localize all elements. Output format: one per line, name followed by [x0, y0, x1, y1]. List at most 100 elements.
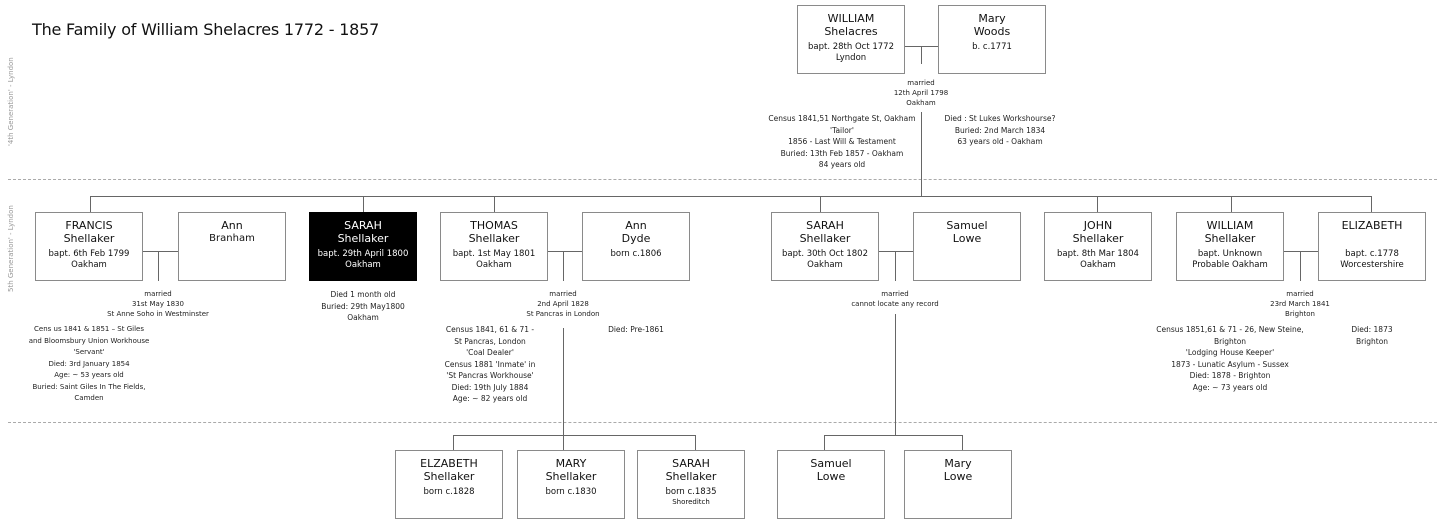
person-first-name: MARY: [555, 457, 587, 470]
person-detail: Oakham: [71, 260, 107, 270]
person-box-ann-branham[interactable]: Ann Branham: [178, 212, 286, 281]
person-first-name: Ann: [625, 219, 647, 232]
person-detail: b. c.1771: [972, 42, 1012, 52]
person-detail: Shoreditch: [672, 498, 710, 506]
person-first-name: SARAH: [672, 457, 710, 470]
person-last-name: Dyde: [621, 232, 651, 245]
person-last-name: Shellaker: [337, 232, 389, 245]
person-first-name: JOHN: [1083, 219, 1113, 232]
person-box-thomas-shellaker[interactable]: THOMAS Shellaker bapt. 1st May 1801 Oakh…: [440, 212, 548, 281]
person-detail: bapt. 28th Oct 1772: [807, 42, 894, 52]
person-box-samuel-lowe-child[interactable]: Samuel Lowe: [777, 450, 885, 519]
person-box-sarah-shellaker-1802[interactable]: SARAH Shellaker bapt. 30th Oct 1802 Oakh…: [771, 212, 879, 281]
child-connector: [695, 435, 696, 450]
person-last-name: Shellaker: [423, 470, 475, 483]
person-box-francis-shellaker[interactable]: FRANCIS Shellaker bapt. 6th Feb 1799 Oak…: [35, 212, 143, 281]
person-first-name: ELIZABETH: [1341, 219, 1403, 232]
person-detail: born c.1835: [665, 487, 717, 497]
person-box-sarah-shellaker-1800[interactable]: SARAH Shellaker bapt. 29th April 1800 Oa…: [309, 212, 417, 281]
person-box-elizabeth[interactable]: ELIZABETH bapt. c.1778 Worcestershire: [1318, 212, 1426, 281]
child-connector: [363, 196, 364, 212]
person-first-name: Ann: [221, 219, 243, 232]
person-first-name: WILLIAM: [827, 12, 875, 25]
person-detail: Probable Oakham: [1192, 260, 1268, 270]
person-notes-thomas: Census 1841, 61 & 71 -St Pancras, London…: [444, 325, 536, 403]
person-last-name: Shellaker: [1072, 232, 1124, 245]
person-last-name: Woods: [973, 25, 1011, 38]
person-last-name: Lowe: [816, 470, 846, 483]
person-box-mary-woods[interactable]: Mary Woods b. c.1771: [938, 5, 1046, 74]
person-last-name: Shelacres: [824, 25, 878, 38]
descent-connector: [563, 251, 564, 281]
person-first-name: THOMAS: [470, 219, 518, 232]
person-detail: Lyndon: [835, 53, 867, 63]
descent-connector: [895, 314, 896, 435]
descent-connector: [895, 251, 896, 281]
person-detail: Oakham: [476, 260, 512, 270]
child-connector: [1371, 196, 1372, 212]
person-first-name: Samuel: [946, 219, 988, 232]
sibling-bar: [90, 196, 1372, 197]
person-notes-ann-dyde: Died: Pre-1861: [608, 325, 664, 334]
person-first-name: SARAH: [344, 219, 382, 232]
person-first-name: Samuel: [810, 457, 852, 470]
descent-connector: [921, 112, 922, 196]
person-last-name: Shellaker: [63, 232, 115, 245]
descent-connector: [158, 251, 159, 281]
marriage-connector: [548, 251, 582, 252]
person-last-name: [1319, 232, 1425, 245]
marriage-connector: [1284, 251, 1318, 252]
person-box-william-shelacres[interactable]: WILLIAM Shelacres bapt. 28th Oct 1772 Ly…: [797, 5, 905, 74]
child-connector: [453, 435, 454, 450]
person-first-name: SARAH: [806, 219, 844, 232]
person-detail: bapt. c.1778: [1345, 249, 1399, 259]
person-notes-mary: Died : St Lukes Workshourse?Buried: 2nd …: [944, 114, 1056, 146]
child-connector: [824, 435, 825, 450]
person-last-name: Lowe: [943, 470, 973, 483]
descent-connector: [563, 328, 564, 435]
person-detail: Oakham: [345, 260, 381, 270]
child-connector: [563, 435, 564, 450]
person-box-elzabeth-shellaker[interactable]: ELZABETH Shellaker born c.1828: [395, 450, 503, 519]
person-first-name: Mary: [978, 12, 1006, 25]
marriage-connector: [143, 251, 178, 252]
person-last-name: Shellaker: [468, 232, 520, 245]
person-detail: born c.1828: [423, 487, 475, 497]
person-detail: Oakham: [1080, 260, 1116, 270]
person-last-name: Shellaker: [1204, 232, 1256, 245]
person-box-ann-dyde[interactable]: Ann Dyde born c.1806: [582, 212, 690, 281]
person-box-mary-shellaker[interactable]: MARY Shellaker born c.1830: [517, 450, 625, 519]
person-box-william-shellaker[interactable]: WILLIAM Shellaker bapt. Unknown Probable…: [1176, 212, 1284, 281]
person-notes-william: Census 1841,51 Northgate St, Oakham'Tail…: [768, 114, 916, 169]
person-detail: bapt. 29th April 1800: [317, 249, 409, 259]
person-detail: born c.1830: [545, 487, 597, 497]
person-box-mary-lowe[interactable]: Mary Lowe: [904, 450, 1012, 519]
descent-connector: [1300, 251, 1301, 281]
generation-divider: [8, 422, 1437, 423]
person-box-john-shellaker[interactable]: JOHN Shellaker bapt. 8th Mar 1804 Oakham: [1044, 212, 1152, 281]
child-connector: [1231, 196, 1232, 212]
person-last-name: Lowe: [952, 232, 982, 245]
person-detail: born c.1806: [610, 249, 662, 259]
person-detail: bapt. 6th Feb 1799: [48, 249, 130, 259]
person-box-sarah-shellaker-1835[interactable]: SARAH Shellaker born c.1835 Shoreditch: [637, 450, 745, 519]
child-connector: [90, 196, 91, 212]
person-detail: bapt. 30th Oct 1802: [781, 249, 868, 259]
sibling-bar: [453, 435, 696, 436]
generation-divider: [8, 179, 1437, 180]
person-detail: bapt. 1st May 1801: [452, 249, 536, 259]
child-connector: [1097, 196, 1098, 212]
page-title: The Family of William Shelacres 1772 - 1…: [32, 20, 380, 39]
person-detail: bapt. Unknown: [1197, 249, 1263, 259]
person-first-name: FRANCIS: [65, 219, 113, 232]
person-box-samuel-lowe[interactable]: Samuel Lowe: [913, 212, 1021, 281]
person-last-name: Shellaker: [665, 470, 717, 483]
person-detail: bapt. 8th Mar 1804: [1057, 249, 1139, 259]
sibling-bar: [824, 435, 963, 436]
person-notes-william-shellaker: Census 1851,61 & 71 - 26, New Steine,Bri…: [1156, 325, 1304, 392]
